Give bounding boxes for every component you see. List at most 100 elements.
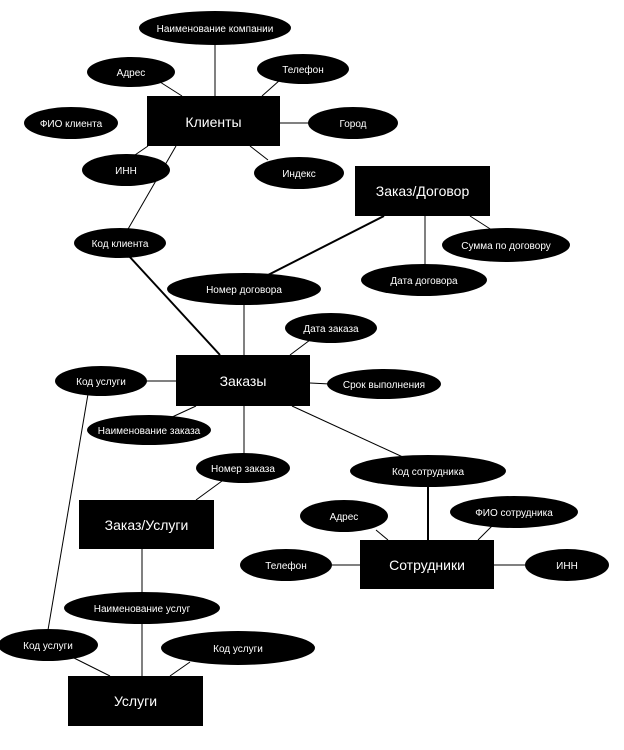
- connectors: [47, 38, 526, 677]
- connector: [119, 145, 177, 244]
- connector: [261, 79, 281, 97]
- attr-adres-sotrudnika: Адрес: [300, 500, 388, 532]
- attr-adres-klienta: Адрес: [87, 57, 175, 87]
- attr-ellipse: [450, 496, 578, 528]
- attr-label: Индекс: [282, 169, 316, 180]
- connector: [159, 81, 183, 97]
- attr-ellipse: [350, 455, 506, 487]
- attr-label: Телефон: [265, 560, 306, 572]
- attr-ellipse: [240, 549, 332, 581]
- attr-naimenovanie-zakaza: Наименование заказа: [87, 415, 211, 445]
- entity-box: [176, 355, 310, 406]
- connector: [309, 382, 331, 385]
- attr-fio-sotrudnika: ФИО сотрудника: [450, 496, 578, 528]
- attr-label: Код клиента: [92, 239, 149, 250]
- attr-ellipse: [361, 264, 487, 296]
- attr-ellipse: [442, 228, 570, 262]
- attr-label: Номер заказа: [211, 464, 275, 475]
- connector: [375, 529, 389, 541]
- attr-inn-klienta: ИНН: [82, 154, 170, 186]
- entity-label: Заказ/Договор: [376, 183, 470, 199]
- entity-label: Услуги: [114, 693, 157, 709]
- entity-uslugi: Услуги: [68, 676, 203, 726]
- attr-summa-po-dogovoru: Сумма по договору: [442, 228, 570, 262]
- attr-label: Адрес: [117, 68, 146, 79]
- entity-label: Сотрудники: [389, 557, 465, 573]
- attr-fio-klienta: ФИО клиента: [24, 107, 118, 139]
- entity-box: [147, 96, 280, 146]
- attr-telefon-sotrudnika: Телефон: [240, 549, 332, 581]
- attr-data-zakaza: Дата заказа: [285, 313, 377, 343]
- connector: [47, 393, 89, 631]
- attr-inn-sotrudnika: ИНН: [525, 549, 609, 581]
- attr-kod-uslugi-right: Код услуги: [161, 631, 315, 665]
- attr-label: Сумма по договору: [461, 241, 551, 252]
- attr-ellipse: [300, 500, 388, 532]
- attr-label: Адрес: [330, 512, 359, 523]
- connector: [267, 215, 385, 276]
- attr-ellipse: [87, 415, 211, 445]
- entity-box: [355, 166, 490, 216]
- attr-naimenovanie-kompanii: Наименование компании: [139, 11, 291, 45]
- connector: [169, 405, 197, 419]
- attr-ellipse: [55, 366, 147, 396]
- attr-telefon-klienta: Телефон: [257, 54, 349, 84]
- connector: [195, 480, 223, 501]
- attr-label: Дата заказа: [303, 324, 359, 335]
- connector: [249, 145, 269, 161]
- attr-gorod: Город: [308, 107, 398, 139]
- entity-box: [360, 540, 494, 589]
- entity-zakaz-dogovor: Заказ/Договор: [355, 166, 490, 216]
- connector: [127, 254, 221, 356]
- attr-ellipse: [87, 57, 175, 87]
- entity-sotrudniki: Сотрудники: [360, 540, 494, 589]
- attr-kod-klienta: Код клиента: [74, 228, 166, 258]
- attr-label: Телефон: [282, 64, 323, 76]
- entity-box: [79, 500, 214, 549]
- connector: [289, 339, 311, 356]
- attr-label: Номер договора: [206, 285, 282, 296]
- attr-label: Код услуги: [23, 641, 73, 652]
- attr-ellipse: [308, 107, 398, 139]
- attr-kod-sotrudnika: Код сотрудника: [350, 455, 506, 487]
- attr-label: Город: [339, 119, 366, 130]
- attr-ellipse: [285, 313, 377, 343]
- attr-indeks: Индекс: [254, 157, 344, 189]
- connector: [477, 525, 493, 541]
- attr-label: Дата договора: [390, 276, 458, 287]
- attr-label: Наименование компании: [157, 24, 274, 35]
- attr-ellipse: [139, 11, 291, 45]
- attr-kod-uslugi-zakazy: Код услуги: [55, 366, 147, 396]
- attr-data-dogovora: Дата договора: [361, 264, 487, 296]
- attr-label: Код услуги: [213, 644, 263, 655]
- attr-ellipse: [161, 631, 315, 665]
- attr-label: Срок выполнения: [343, 380, 425, 391]
- attr-nomer-dogovora: Номер договора: [167, 273, 321, 305]
- entity-label: Заказ/Услуги: [105, 517, 189, 533]
- attr-label: Код сотрудника: [392, 467, 464, 478]
- connector: [169, 661, 191, 677]
- entity-label: Заказы: [220, 373, 267, 389]
- attr-label: Наименование услуг: [94, 604, 191, 615]
- attr-label: Наименование заказа: [98, 426, 201, 437]
- attr-ellipse: [257, 54, 349, 84]
- attr-ellipse: [82, 154, 170, 186]
- connector: [291, 405, 406, 459]
- entity-label: Клиенты: [185, 114, 241, 130]
- attr-label: ИНН: [115, 166, 137, 177]
- entity-klienty: Клиенты: [147, 96, 280, 146]
- attr-nomer-zakaza: Номер заказа: [196, 453, 290, 483]
- attr-ellipse: [254, 157, 344, 189]
- entity-zakaz-uslugi: Заказ/Услуги: [79, 500, 214, 549]
- attr-ellipse: [196, 453, 290, 483]
- attr-kod-uslugi-left: Код услуги: [0, 629, 98, 661]
- attr-label: Код услуги: [76, 377, 126, 388]
- attr-label: ИНН: [556, 561, 578, 572]
- attr-ellipse: [64, 592, 220, 624]
- attr-label: ФИО клиента: [40, 119, 103, 130]
- entity-zakazy: Заказы: [176, 355, 310, 406]
- attr-srok-vypolneniya: Срок выполнения: [327, 369, 441, 399]
- attr-ellipse: [167, 273, 321, 305]
- attr-ellipse: [0, 629, 98, 661]
